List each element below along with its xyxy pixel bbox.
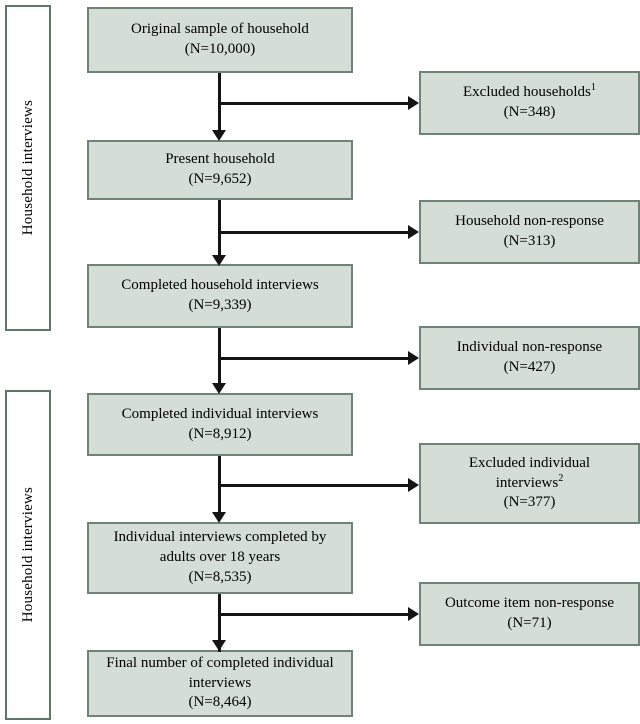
node-count: (N=8,912) [188,425,252,442]
node-line1: Completed individual interviews [121,405,319,422]
connector-arrowhead-right-3 [408,351,419,365]
node-line2: interviews [188,674,252,691]
connector-arrowhead-right-4 [408,478,419,492]
node-line2: adults over 18 years [159,549,281,566]
node-text: Individual interviews completed by adult… [95,528,345,587]
node-count: (N=377) [503,494,556,511]
connector-arrowhead-down-3 [212,383,226,394]
node-text: Household non-response (N=313) [427,212,632,252]
node-line1: Final number of completed individual [106,654,334,671]
node-count: (N=10,000) [184,41,256,57]
footnote-marker: 1 [590,82,596,94]
node-count: (N=9,652) [188,171,252,187]
node-line1: Individual non-response [456,339,603,356]
node-text: Present household (N=9,652) [95,150,345,190]
connector-vline-2 [218,200,221,258]
connector-hline-excluded-individual-interviews [218,484,412,487]
footnote-marker: 2 [558,472,564,484]
node-line1: Present household [165,151,275,168]
node-outcome-item-non-response: Outcome item non-response (N=71) [419,582,640,646]
node-count: (N=71) [507,615,552,631]
connector-arrowhead-right-5 [408,607,419,621]
node-completed-household-interviews: Completed household interviews (N=9,339) [87,264,353,328]
connector-arrowhead-right-2 [408,225,419,239]
node-line1: Completed household interviews [121,277,319,294]
connector-arrowhead-right-1 [408,96,419,110]
node-excluded-households: Excluded households1 (N=348) [419,71,640,135]
node-count: (N=313) [503,233,556,249]
node-completed-individual-interviews: Completed individual interviews (N=8,912… [87,393,353,456]
node-text: Completed individual interviews (N=8,912… [95,405,345,445]
connector-arrowhead-down-1 [212,130,226,141]
node-count: (N=9,339) [188,297,252,313]
node-present-household: Present household (N=9,652) [87,140,353,200]
node-original-sample: Original sample of household (N=10,000) [87,7,353,73]
node-count: (N=8,464) [188,694,252,711]
node-count: (N=348) [503,104,556,120]
node-count: (N=8,535) [188,568,252,585]
node-line1: Excluded households [463,84,591,101]
side-label-text: Household interviews [19,100,36,236]
node-individual-non-response: Individual non-response (N=427) [419,326,640,390]
node-excluded-individual-interviews: Excluded individual interviews2 (N=377) [419,443,640,524]
node-text: Excluded households1 (N=348) [427,83,632,123]
node-household-non-response: Household non-response (N=313) [419,200,640,264]
connector-hline-household-non-response [218,231,412,234]
node-line1: Individual interviews completed by [113,529,327,546]
connector-arrowhead-down-5 [212,640,226,651]
node-text: Original sample of household (N=10,000) [95,20,345,60]
node-text: Excluded individual interviews2 (N=377) [427,454,632,513]
node-line1: Household non-response [455,213,604,230]
connector-hline-excluded-households [218,102,412,105]
node-line2: interviews [495,474,559,491]
side-label-text: Household interviews [19,487,36,623]
node-text: Final number of completed individual int… [95,654,345,713]
node-count: (N=427) [503,359,556,375]
connector-arrowhead-down-4 [212,512,226,523]
node-text: Completed household interviews (N=9,339) [95,276,345,316]
node-text: Individual non-response (N=427) [427,338,632,378]
side-label-household-interviews-bottom: Household interviews [5,390,51,720]
connector-hline-outcome-item-non-response [218,613,412,616]
node-adults-over-18: Individual interviews completed by adult… [87,522,353,594]
side-label-household-interviews-top: Household interviews [5,5,51,331]
node-line1: Outcome item non-response [444,595,615,612]
connector-arrowhead-down-2 [212,255,226,266]
connector-vline-5 [218,594,221,652]
node-line1: Original sample of household [131,21,309,38]
node-text: Outcome item non-response (N=71) [427,594,632,634]
connector-hline-individual-non-response [218,357,412,360]
node-line1: Excluded individual [468,454,591,471]
node-final-number: Final number of completed individual int… [87,650,353,717]
